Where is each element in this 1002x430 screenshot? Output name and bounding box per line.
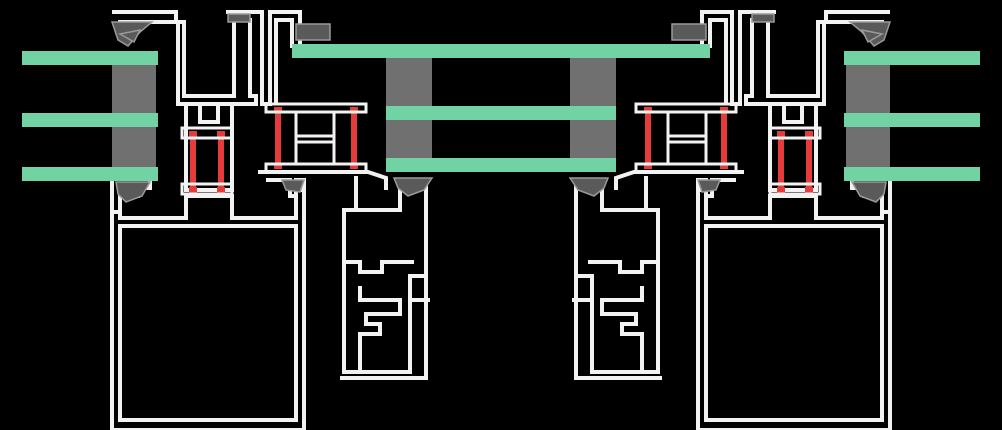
right-half-section: [500, 12, 980, 430]
left-half-section: [22, 12, 502, 430]
